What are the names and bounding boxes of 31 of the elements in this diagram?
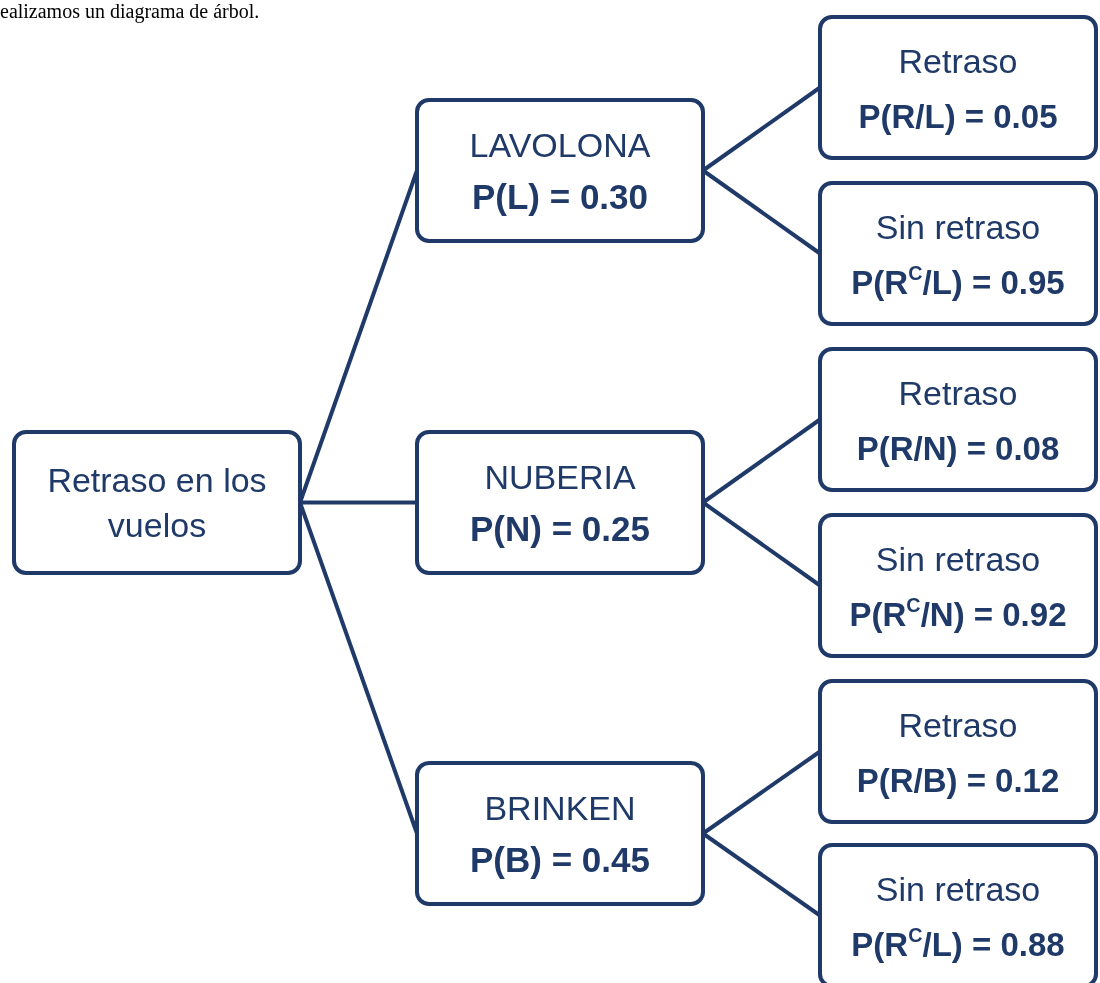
node-title: Sin retraso (875, 206, 1041, 248)
branch-line (300, 500, 417, 505)
tree-node-box (818, 181, 1098, 326)
node-title: BRINKEN (484, 788, 636, 830)
probability-value: P(R/L) = 0.05 (858, 96, 1058, 137)
tree-node-box (415, 430, 705, 575)
probability-value: P(R$^{C}$/L) = 0.95 (851, 262, 1065, 303)
tree-node-box (818, 347, 1098, 492)
tree-node-box (818, 513, 1098, 658)
tree-node-box (818, 15, 1098, 160)
node-title: Sin retraso (875, 868, 1041, 910)
tree-node-box (818, 679, 1098, 824)
node-title: Retraso en los vuelos (46, 460, 268, 546)
probability-value: P(L) = 0.30 (471, 175, 648, 218)
probability-value: P(R/B) = 0.12 (856, 760, 1060, 801)
node-title: Retraso (898, 40, 1018, 82)
probability-value: P(R$^{C}$/L) = 0.88 (851, 924, 1065, 965)
tree-node-box (415, 761, 705, 906)
node-title: NUBERIA (484, 457, 636, 499)
tree-node-box (818, 843, 1098, 983)
tree-node-box (415, 98, 705, 243)
node-title: Retraso (898, 372, 1018, 414)
tree-node-box (12, 430, 302, 575)
probability-value: P(N) = 0.25 (470, 507, 650, 550)
probability-value: P(R/N) = 0.08 (856, 428, 1060, 469)
probability-value: P(R$^{C}$/N) = 0.92 (849, 594, 1067, 635)
node-title: Sin retraso (875, 538, 1041, 580)
node-title: Retraso (898, 704, 1018, 746)
node-title: LAVOLONA (469, 125, 651, 167)
intro-sentence: ealizamos un diagrama de árbol. (0, 0, 260, 23)
probability-value: P(B) = 0.45 (470, 838, 650, 881)
